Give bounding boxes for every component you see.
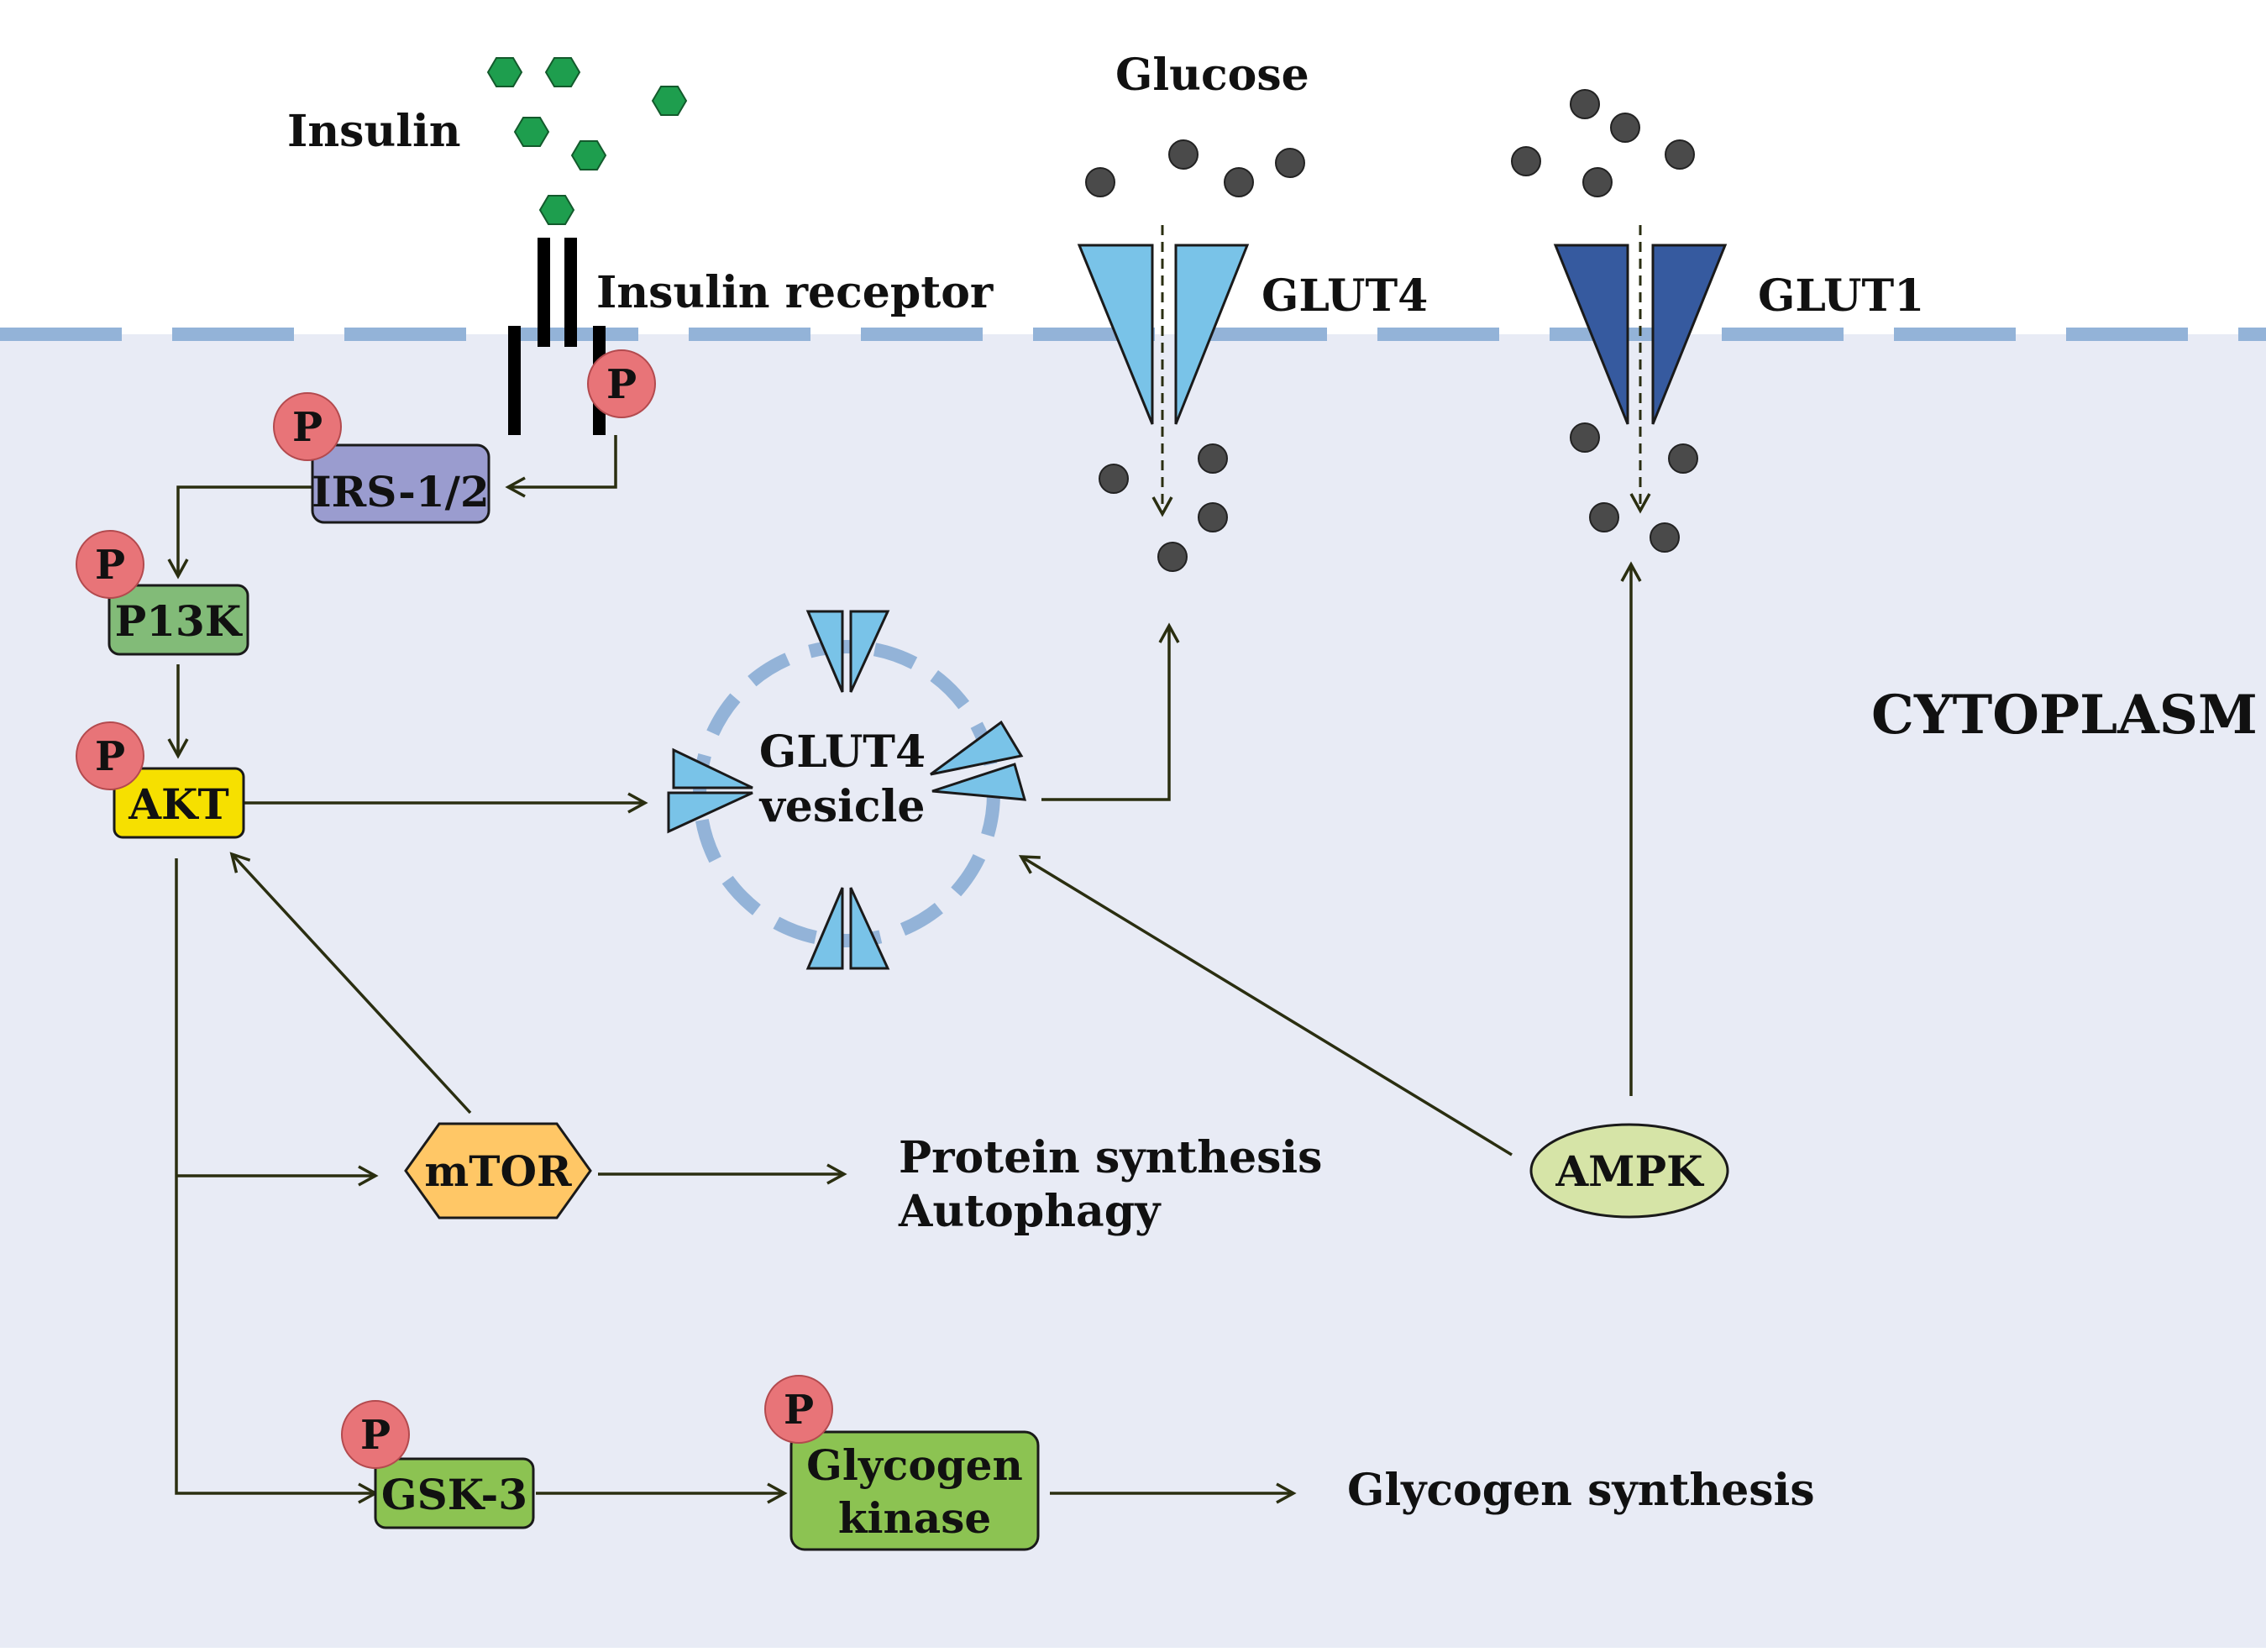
- ampk-label: AMPK: [1555, 1146, 1704, 1196]
- pi3k-node: P13K: [108, 584, 249, 656]
- phospho-gsk3: P: [341, 1400, 410, 1469]
- svg-text:P: P: [360, 1412, 391, 1459]
- phospho-receptor: P: [587, 349, 656, 418]
- glut4-transporter: [1077, 244, 1250, 425]
- cytoplasm-region: [0, 334, 2266, 1648]
- arrow-ampk-to-vesicle: [1018, 855, 1513, 1156]
- glycogen-kinase-label-line1: Glycogen: [806, 1440, 1023, 1490]
- insulin-receptor: [508, 238, 606, 435]
- glucose-molecule: [1168, 139, 1199, 170]
- glucose-molecule: [1570, 89, 1600, 119]
- irs-label: IRS-1/2: [312, 467, 489, 517]
- insulin-molecule: [513, 117, 550, 147]
- insulin-receptor-label: Insulin receptor: [596, 267, 994, 318]
- insulin-molecule: [544, 57, 581, 87]
- phospho-akt: P: [76, 721, 144, 790]
- glucose-molecule: [1275, 148, 1305, 178]
- glucose-molecule: [1665, 139, 1695, 170]
- glut1-label: GLUT1: [1758, 270, 1924, 322]
- glut1-transporter: [1553, 244, 1728, 425]
- glucose-inside: [1099, 422, 1698, 572]
- glut4-label: GLUT4: [1262, 270, 1428, 322]
- cytoplasm-label: CYTOPLASM: [1871, 684, 2258, 747]
- svg-text:P: P: [292, 404, 323, 451]
- arrow-vesicle-to-membrane: [1041, 622, 1180, 801]
- insulin-label: Insulin: [287, 106, 461, 157]
- glycogen-kinase-node: Glycogen kinase: [789, 1430, 1040, 1551]
- vesicle-label-line2: vesicle: [759, 781, 926, 832]
- svg-text:P: P: [95, 733, 125, 780]
- insulin-molecules: [486, 57, 688, 225]
- phospho-pi3k: P: [76, 530, 144, 599]
- glucose-label: Glucose: [1115, 50, 1309, 101]
- glucose-molecule: [1650, 522, 1680, 553]
- mtor-node: mTOR: [404, 1122, 592, 1219]
- arrow-mtor-to-akt: [229, 852, 472, 1114]
- glucose-molecule: [1589, 502, 1619, 532]
- arrow-irs-to-pi3k: [167, 485, 312, 580]
- irs-node: IRS-1/2: [311, 443, 490, 524]
- glut4-vesicle: GLUT4 vesicle: [667, 610, 1027, 970]
- svg-text:P: P: [784, 1387, 814, 1434]
- glucose-molecule: [1582, 167, 1613, 197]
- insulin-molecule: [538, 195, 575, 225]
- svg-text:P: P: [95, 542, 125, 589]
- pathway-arrows: [167, 435, 1642, 1504]
- gsk3-label: GSK-3: [381, 1470, 527, 1519]
- svg-text:P: P: [606, 361, 637, 408]
- glucose-molecule: [1085, 167, 1115, 197]
- glucose-molecule: [1511, 146, 1541, 176]
- ampk-node: AMPK: [1529, 1123, 1729, 1219]
- insulin-molecule: [570, 140, 607, 170]
- glycogen-synthesis-label: Glycogen synthesis: [1347, 1465, 1815, 1516]
- akt-node: AKT: [113, 767, 245, 839]
- pi3k-label: P13K: [115, 596, 243, 646]
- glucose-molecule: [1668, 443, 1698, 474]
- akt-label: AKT: [128, 779, 228, 829]
- gsk3-node: GSK-3: [374, 1457, 535, 1529]
- insulin-molecule: [651, 86, 688, 116]
- vesicle-label-line1: GLUT4: [759, 726, 926, 778]
- arrow-akt-trunk: [175, 858, 379, 1504]
- glucose-molecule: [1570, 422, 1600, 453]
- phospho-irs: P: [273, 392, 342, 461]
- glucose-molecule: [1157, 542, 1188, 572]
- protein-synthesis-label: Protein synthesis: [899, 1132, 1322, 1183]
- glucose-outside: [1085, 89, 1695, 197]
- arrow-receptor-to-irs: [505, 435, 617, 498]
- phospho-glycogen-kinase: P: [764, 1375, 833, 1444]
- autophagy-label: Autophagy: [898, 1186, 1162, 1237]
- glucose-molecule: [1610, 113, 1640, 143]
- mtor-label: mTOR: [424, 1146, 572, 1196]
- glucose-molecule: [1198, 502, 1228, 532]
- glucose-molecule: [1224, 167, 1254, 197]
- glucose-molecule: [1099, 464, 1129, 494]
- glucose-molecule: [1198, 443, 1228, 474]
- glycogen-kinase-label-line2: kinase: [838, 1493, 991, 1543]
- insulin-molecule: [486, 57, 523, 87]
- vesicle-glut4-transporters: [667, 610, 1027, 970]
